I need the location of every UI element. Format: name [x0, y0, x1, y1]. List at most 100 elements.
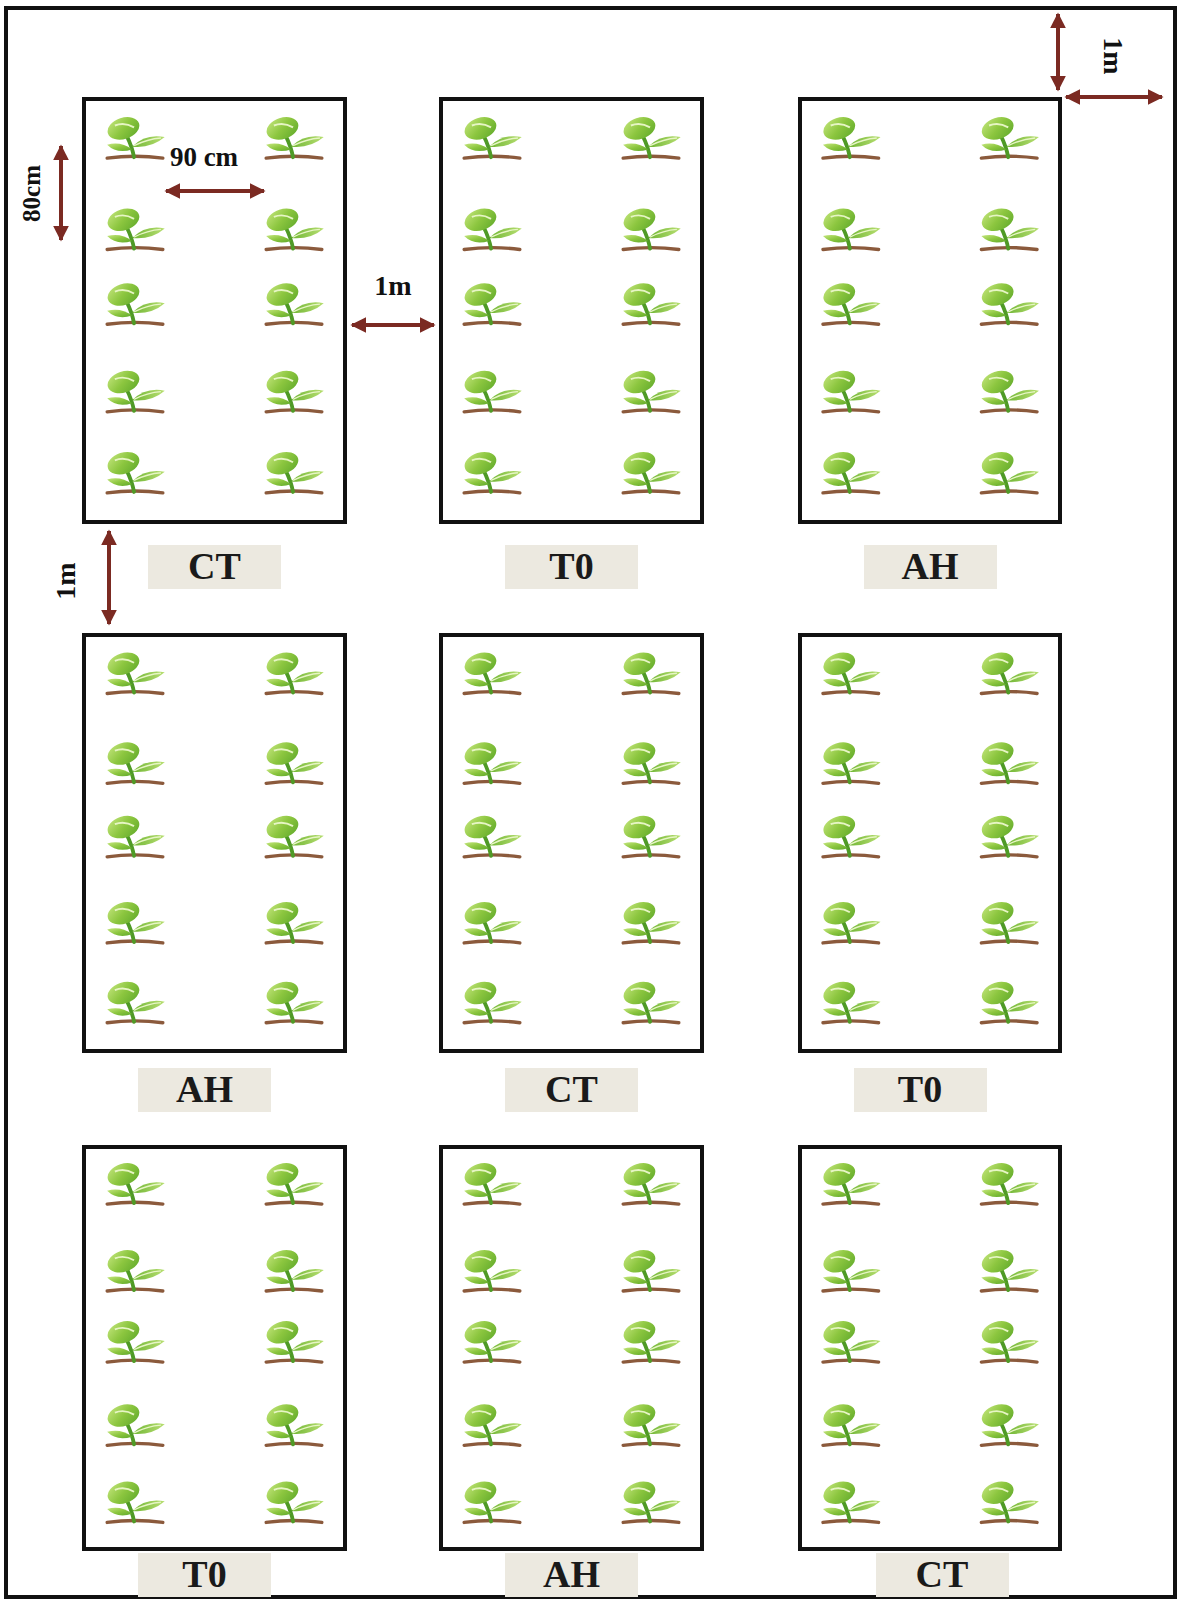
plant-icon	[621, 448, 681, 493]
plot-box: T0	[798, 633, 1062, 1053]
plant-icon	[264, 205, 324, 250]
treatment-label: AH	[864, 545, 997, 589]
plant-icon	[462, 812, 522, 857]
treatment-label: AH	[505, 1553, 638, 1597]
plant-icon	[462, 367, 522, 412]
plant-icon	[105, 1317, 165, 1362]
plant-icon	[979, 898, 1039, 943]
plant-icon	[462, 1246, 522, 1291]
plot-box: CT	[439, 633, 704, 1053]
plant-icon	[979, 1317, 1039, 1362]
plant-icon	[621, 279, 681, 324]
plant-icon	[264, 1159, 324, 1204]
plant-icon	[264, 1317, 324, 1362]
treatment-label: CT	[505, 1068, 638, 1112]
plant-icon	[264, 978, 324, 1023]
plant-icon	[621, 1159, 681, 1204]
plant-icon	[105, 113, 165, 158]
plot-box: CT	[798, 1145, 1062, 1551]
plant-icon	[105, 978, 165, 1023]
plant-icon	[105, 205, 165, 250]
plant-icon	[979, 448, 1039, 493]
plant-icon	[820, 739, 880, 784]
plant-icon	[820, 812, 880, 857]
treatment-label: CT	[876, 1553, 1009, 1597]
treatment-label: T0	[138, 1553, 271, 1597]
dimension-label: 1m	[1099, 37, 1127, 74]
plot-box: T0	[82, 1145, 347, 1551]
plant-icon	[264, 898, 324, 943]
plant-icon	[979, 1400, 1039, 1445]
plant-icon	[820, 1317, 880, 1362]
plant-icon	[820, 205, 880, 250]
plant-icon	[105, 1246, 165, 1291]
plant-icon	[621, 812, 681, 857]
plant-icon	[621, 898, 681, 943]
dimension-arrow	[1056, 14, 1060, 90]
plant-icon	[820, 898, 880, 943]
plant-icon	[979, 812, 1039, 857]
plant-icon	[979, 978, 1039, 1023]
plant-icon	[462, 739, 522, 784]
plant-icon	[979, 739, 1039, 784]
plant-icon	[462, 1478, 522, 1523]
plant-icon	[979, 1159, 1039, 1204]
plant-icon	[462, 1159, 522, 1204]
plant-icon	[820, 1246, 880, 1291]
plant-icon	[820, 978, 880, 1023]
plant-icon	[979, 649, 1039, 694]
plant-icon	[462, 1400, 522, 1445]
plant-icon	[621, 978, 681, 1023]
plant-icon	[264, 739, 324, 784]
plot-box: AH	[82, 633, 347, 1053]
plant-icon	[105, 1478, 165, 1523]
plant-icon	[820, 113, 880, 158]
plant-icon	[820, 279, 880, 324]
plant-icon	[462, 279, 522, 324]
field-border	[6, 8, 1175, 1597]
dimension-arrows	[61, 14, 1162, 624]
plant-icon	[979, 1246, 1039, 1291]
plant-icon	[105, 1400, 165, 1445]
plant-icon	[462, 978, 522, 1023]
plant-icon	[621, 739, 681, 784]
plant-icon	[820, 448, 880, 493]
plant-icon	[264, 649, 324, 694]
plant-icon	[621, 1478, 681, 1523]
plant-icon	[264, 279, 324, 324]
treatment-label: AH	[138, 1068, 271, 1112]
dimension-label: 80cm	[18, 165, 43, 222]
dimension-arrow	[352, 323, 434, 327]
plant-icon	[105, 812, 165, 857]
plant-icon	[264, 113, 324, 158]
dimension-label: 1m	[374, 272, 411, 300]
dimension-arrow	[166, 189, 264, 193]
plant-icon	[621, 1317, 681, 1362]
dimension-label: 1m	[52, 562, 80, 599]
treatment-label: T0	[854, 1068, 987, 1112]
plant-icon	[820, 1478, 880, 1523]
dimension-arrow	[107, 531, 111, 624]
plant-icon	[621, 367, 681, 412]
plant-icon	[264, 1478, 324, 1523]
treatment-label: T0	[505, 545, 638, 589]
dimension-arrow	[59, 146, 63, 240]
plant-icon	[105, 367, 165, 412]
plant-icon	[105, 1159, 165, 1204]
plant-icon	[621, 1400, 681, 1445]
plant-icon	[979, 1478, 1039, 1523]
plant-icon	[462, 113, 522, 158]
plant-icon	[979, 205, 1039, 250]
plot-box: T0	[439, 97, 704, 524]
treatment-label: CT	[148, 545, 281, 589]
plant-icon	[105, 448, 165, 493]
plant-icon	[462, 448, 522, 493]
dimension-arrow	[1066, 95, 1162, 99]
plant-icon	[820, 1400, 880, 1445]
plant-icon	[621, 649, 681, 694]
plant-icon	[979, 367, 1039, 412]
plant-icon	[264, 812, 324, 857]
plot-box: AH	[798, 97, 1062, 524]
plot-box: AH	[439, 1145, 704, 1551]
